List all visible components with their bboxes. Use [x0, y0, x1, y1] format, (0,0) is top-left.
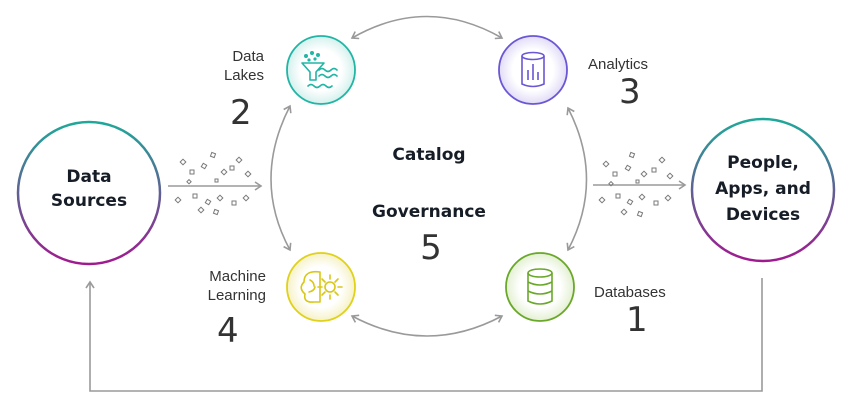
governance-title: Governance	[372, 202, 486, 222]
machine-learning-node	[286, 252, 356, 322]
analytics-number: 3	[619, 72, 641, 112]
data-lakes-label: Data Lakes	[212, 47, 264, 85]
arrow-ml-lakes	[270, 104, 292, 252]
machine-learning-line2: Learning	[207, 287, 266, 304]
brain-gear-icon	[300, 270, 343, 303]
database-icon	[527, 268, 553, 305]
arrow-analytics-databases	[566, 106, 588, 252]
data-lakes-node	[286, 35, 356, 105]
data-lake-funnel-icon	[301, 51, 338, 89]
databases-node	[505, 252, 575, 322]
data-lakes-number: 2	[230, 93, 252, 133]
data-particles-left	[174, 151, 252, 216]
data-sources-label: Data Sources	[39, 165, 139, 213]
governance-number: 5	[420, 228, 442, 268]
arrow-databases-ml	[350, 314, 504, 337]
machine-learning-line1: Machine	[209, 268, 266, 285]
data-sources-line1: Data	[66, 167, 112, 187]
people-apps-devices-label: People, Apps, and Devices	[703, 150, 823, 228]
people-line1: People,	[727, 153, 799, 173]
data-sources-line2: Sources	[50, 191, 128, 211]
arrow-lakes-analytics	[350, 15, 504, 40]
catalog-title: Catalog	[392, 145, 466, 165]
people-line2: Apps, and	[715, 179, 811, 199]
data-lakes-line2: Lakes	[223, 67, 264, 84]
machine-learning-number: 4	[217, 311, 239, 351]
analytics-cylinder-icon	[521, 51, 545, 88]
data-sources-circle	[16, 120, 162, 266]
analytics-label: Analytics	[588, 56, 649, 73]
arrow-feedback-loop	[85, 278, 763, 392]
databases-number: 1	[626, 300, 648, 340]
people-line3: Devices	[725, 205, 801, 225]
databases-label: Databases	[594, 284, 666, 301]
machine-learning-label: Machine Learning	[190, 267, 266, 305]
data-particles-right	[598, 151, 674, 218]
analytics-node	[498, 35, 568, 105]
data-lakes-line1: Data	[232, 48, 264, 65]
people-apps-devices-circle	[690, 117, 836, 263]
